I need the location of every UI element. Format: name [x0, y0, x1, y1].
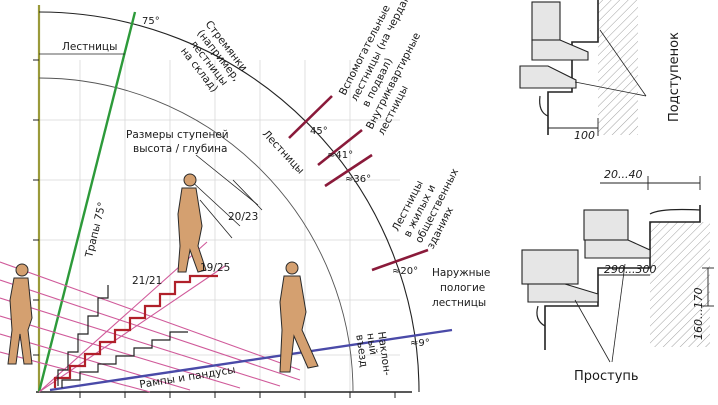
inner-arc — [38, 77, 354, 393]
stair-profile-steep — [57, 285, 109, 386]
step-detail-top: 100 — [519, 0, 647, 142]
angle-9-label: ≈9° — [410, 338, 430, 349]
category-markers — [288, 95, 429, 272]
tread-label: Проступь — [574, 369, 639, 384]
step-detail-bottom: 20...40 290...300 160...170 — [521, 168, 714, 363]
svg-text:пологие: пологие — [440, 282, 485, 294]
svg-text:ный: ный — [364, 332, 379, 355]
ladders-label: Лестницы — [62, 41, 117, 53]
ladders-arc-label: Лестницы — [260, 128, 307, 177]
stair-profile-red — [53, 274, 218, 388]
angle-41-label: ≈41° — [327, 150, 353, 161]
svg-text:лестницы: лестницы — [432, 297, 486, 309]
dim-20-40: 20...40 — [604, 168, 642, 181]
person-climbing-ladder — [7, 263, 33, 365]
step-sizes-label-1: Размеры ступеней — [126, 129, 229, 141]
residential-stairs-label: Лестницы в жилых и общественных зданиях — [390, 167, 461, 251]
angle-36-label: ≈36° — [345, 174, 371, 185]
outer-arc — [38, 11, 420, 393]
line-75-degrees — [37, 11, 137, 393]
ladders-75-label: Трапы 75° — [83, 201, 109, 260]
person-on-stairs — [177, 173, 207, 273]
angle-chart: 75° Лестницы Трапы 75° Размеры ступеней … — [0, 0, 490, 398]
svg-text:Наружные: Наружные — [432, 267, 490, 279]
svg-text:въезд: въезд — [353, 334, 369, 368]
dim-290-300: 290...300 — [604, 263, 656, 276]
riser-label: Подступенок — [667, 32, 682, 122]
outdoor-stairs-label: Наружные пологие лестницы — [432, 267, 490, 309]
person-walking-ramp — [279, 261, 319, 373]
step-sizes-label-2: высота / глубина — [133, 143, 227, 155]
stair-profile-shallow — [61, 331, 188, 388]
ramps-label: Рампы и пандусы — [139, 364, 237, 391]
ramp-line — [49, 328, 453, 392]
dim-100: 100 — [574, 129, 595, 142]
angle-20-label: ≈20° — [392, 266, 418, 277]
ratio-19-25: 19/25 — [200, 262, 230, 274]
stepladders-label: Стремянки (например, лестницы на склад) — [178, 18, 250, 94]
ratio-20-23: 20/23 — [228, 211, 258, 223]
angle-75-label: 75° — [142, 16, 160, 27]
angle-45-label: 45° — [310, 126, 328, 137]
ratio-21-21: 21/21 — [132, 275, 162, 287]
dim-160-170: 160...170 — [692, 288, 705, 340]
baseline-ticks — [79, 392, 396, 398]
vertical-ticks — [33, 59, 39, 356]
dimension-marks — [39, 53, 263, 239]
